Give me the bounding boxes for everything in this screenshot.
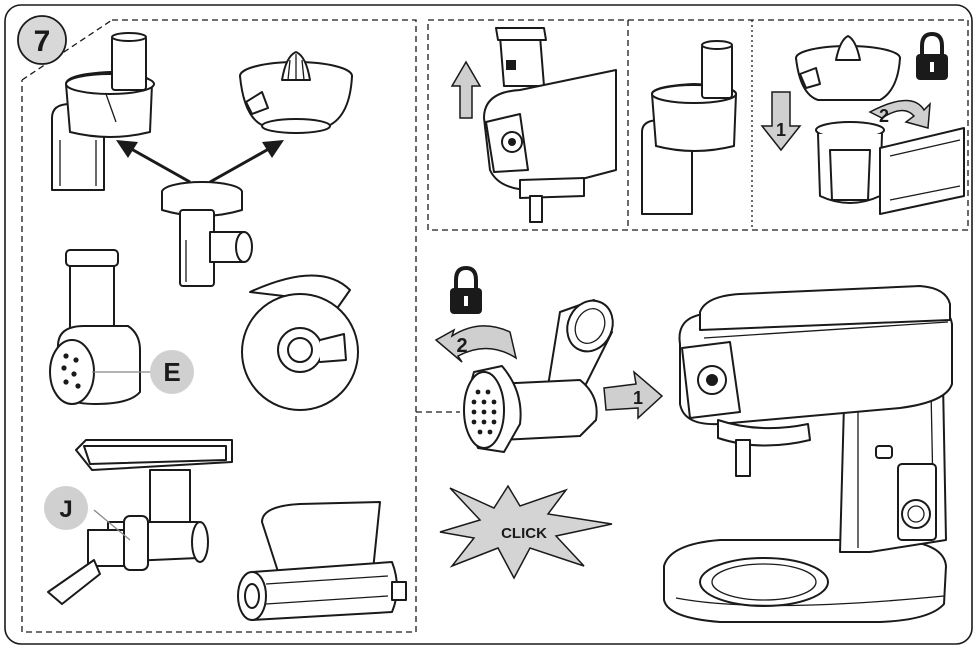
pasta-roller	[238, 502, 406, 620]
click-label: CLICK	[501, 525, 547, 542]
shredder-drum	[50, 250, 150, 404]
base-adapter	[162, 182, 252, 286]
mincer-head: 2	[436, 268, 621, 452]
label-e-text: E	[163, 357, 180, 387]
lock-icon	[450, 268, 482, 314]
lock-icon	[916, 34, 948, 80]
slicer-mounted-step	[642, 41, 736, 214]
citrus-juicer	[240, 52, 352, 133]
slicer-attachment	[52, 33, 154, 190]
label-e: E	[150, 350, 194, 394]
click-burst-icon: CLICK	[440, 486, 612, 578]
arrow-2-mid-label: 2	[456, 335, 467, 357]
slicing-disc	[242, 275, 358, 410]
rotate-arrow-icon	[436, 326, 516, 362]
arrow-1-top-label: 1	[776, 120, 786, 140]
arrow-2-top-label: 2	[879, 106, 889, 126]
push-arrow-icon: 1	[604, 372, 662, 418]
stand-mixer	[664, 286, 952, 622]
arrow-1-mid-label: 1	[633, 388, 643, 408]
label-j: J	[44, 486, 88, 530]
step-badge: 7	[18, 16, 66, 64]
up-arrow-icon	[452, 62, 480, 118]
attachment-arrows	[116, 140, 284, 182]
label-j-text: J	[59, 496, 72, 523]
remove-cover-step	[452, 28, 616, 222]
juicer-mounted-step: 1 2	[762, 34, 964, 214]
step-number: 7	[34, 25, 51, 58]
